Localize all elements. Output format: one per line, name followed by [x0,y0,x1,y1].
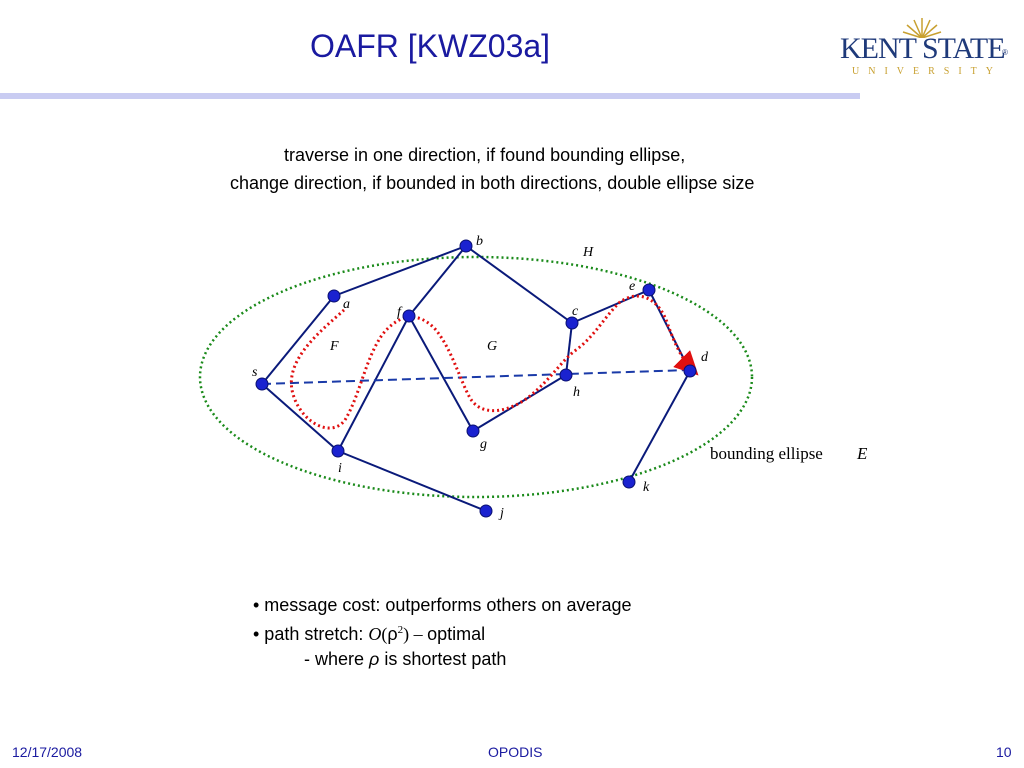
edge-i-j [337,450,487,512]
label-j: j [498,506,504,521]
node-e [642,283,656,297]
exponent: 2 [397,624,404,636]
slide-title: OAFR [KWZ03a] [310,28,551,64]
node-i [331,444,345,458]
bullet-path-stretch: • path stretch: O(ρ2) – optimal [253,618,632,647]
logo-subtitle: UNIVERSITY [852,66,1002,77]
label-c: c [572,304,579,319]
face-label-F: F [329,339,339,354]
edge-s-i [261,383,339,452]
graph-edges [261,245,691,512]
footer-date: 12/17/2008 [12,744,83,760]
big-o-symbol: O [368,624,382,644]
node-c [565,316,579,330]
dashed-s-d-line [261,369,691,385]
bullet-path-stretch-suffix: optimal [427,624,486,644]
logo-wordmark: KENT STATE [840,32,1006,65]
face-label-H: H [582,245,594,260]
subtitle-line-1: traverse in one direction, if found boun… [284,145,686,165]
edge-c-h [565,322,573,376]
sunburst-icon [902,18,942,38]
label-b: b [476,234,483,249]
node-j [479,504,493,518]
subtitle-line-2: change direction, if bounded in both dir… [230,173,755,193]
label-f: f [397,305,403,320]
label-i: i [338,461,342,476]
face-label-G: G [487,339,497,354]
label-e: e [629,279,635,294]
node-b [459,239,473,253]
node-d [683,364,697,378]
node-g [466,424,480,438]
bounding-ellipse-symbol: E [856,444,868,463]
traversal-path [289,294,699,430]
edge-b-c [465,245,573,324]
where-prefix: - where [304,649,370,669]
edge-f-g [408,315,474,432]
where-suffix: is shortest path [379,649,507,669]
bullet-message-cost: • message cost: outperforms others on av… [253,595,632,615]
node-f [402,309,416,323]
node-s [255,377,269,391]
edge-s-a [261,295,335,385]
rho-symbol: ρ [387,624,398,644]
edge-a-b [333,245,467,297]
bullet-path-stretch-prefix: • path stretch: [253,624,369,644]
open-paren: ( [381,624,388,644]
label-a: a [343,297,350,312]
node-k [622,475,636,489]
title-divider [0,93,860,99]
label-s: s [252,365,258,380]
node-a [327,289,341,303]
bounding-ellipse [198,255,754,499]
edge-f-i [337,315,410,452]
footer-event: OPODIS [488,744,543,760]
registered-mark: ® [1002,48,1008,57]
label-g: g [480,437,487,452]
graph-nodes [255,239,697,518]
label-h: h [573,385,580,400]
bullet-where-rho: - where ρ is shortest path [253,647,632,672]
label-k: k [643,480,650,495]
footer-page-number: 10 [996,744,1012,760]
kent-state-logo: KENT STATE ® UNIVERSITY [840,14,1010,77]
en-dash: – [409,624,428,644]
edge-b-f [408,245,467,317]
edge-h-g [472,374,567,432]
rho-symbol-2: ρ [369,649,380,669]
node-h [559,368,573,382]
bounding-ellipse-label: bounding ellipse [710,444,823,463]
close-paren: ) [403,624,410,644]
bullet-list: • message cost: outperforms others on av… [253,593,632,672]
edge-d-k [628,370,691,483]
label-d: d [701,350,709,365]
edge-c-e [571,289,650,324]
